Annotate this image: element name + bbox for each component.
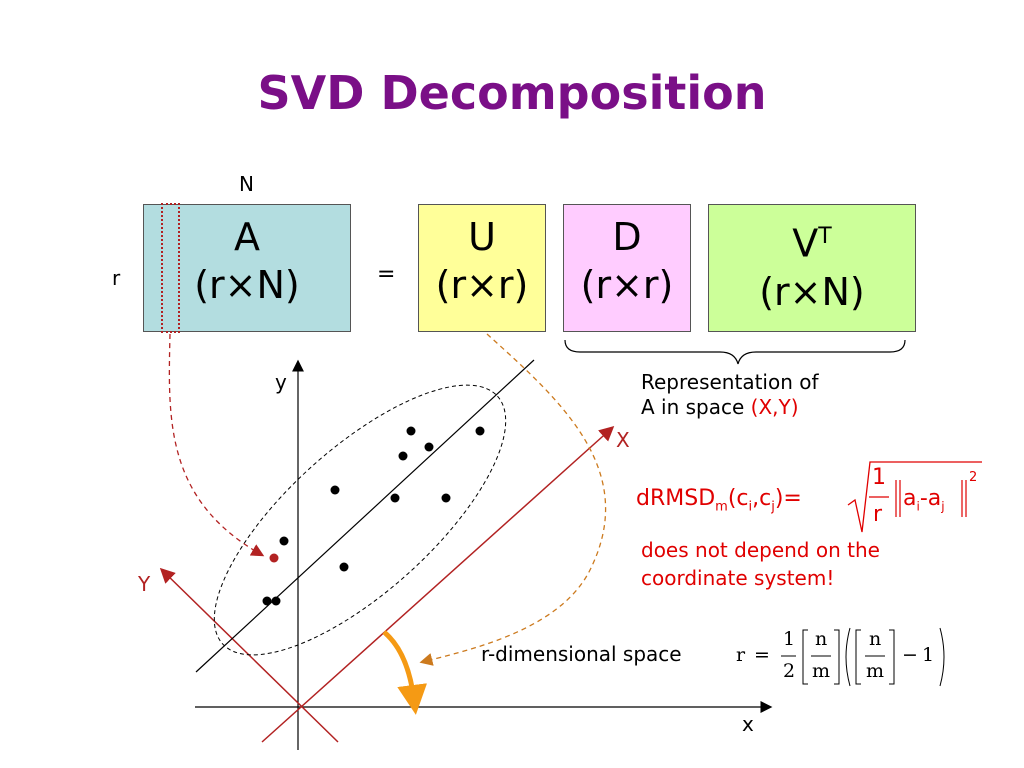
formula-r-lhs: r bbox=[736, 644, 746, 666]
matrix-vt-sup: T bbox=[818, 224, 832, 249]
drmsd-norm-sub-j: j bbox=[941, 499, 945, 514]
data-point bbox=[390, 493, 400, 503]
data-point bbox=[475, 426, 485, 436]
data-point bbox=[424, 442, 434, 452]
data-points bbox=[262, 426, 485, 606]
data-point bbox=[330, 485, 340, 495]
formula-r-eq: = bbox=[754, 644, 770, 666]
label-r: r bbox=[112, 266, 121, 290]
data-point bbox=[271, 596, 281, 606]
representation-space: (X,Y) bbox=[750, 395, 799, 419]
data-point-highlighted bbox=[269, 553, 279, 563]
data-point bbox=[406, 426, 416, 436]
formula-r-half-num: 1 bbox=[783, 628, 796, 650]
data-point bbox=[339, 562, 349, 572]
formula-r-m1: m bbox=[812, 660, 831, 682]
formula-r: r = 1 2 n m n m − 1 bbox=[734, 622, 954, 692]
axis-label-Y-upper: Y bbox=[138, 572, 151, 596]
X-axis-rotated bbox=[261, 425, 615, 743]
Y-axis-rotated bbox=[159, 567, 339, 743]
formula-r-n1: n bbox=[815, 628, 828, 650]
u-to-space-arrow bbox=[419, 333, 607, 666]
rotation-arc bbox=[382, 630, 428, 715]
matrix-a-box: A (r×N) bbox=[143, 204, 351, 332]
drmsd-note: does not depend on the coordinate system… bbox=[641, 536, 880, 592]
drmsd-note-line2: coordinate system! bbox=[641, 566, 835, 590]
data-point bbox=[441, 493, 451, 503]
formula-r-half-den: 2 bbox=[783, 660, 796, 682]
matrix-d-name: D bbox=[612, 215, 642, 259]
drmsd-sub-i: i bbox=[748, 499, 753, 515]
drmsd-frac-num: 1 bbox=[872, 465, 886, 490]
matrix-a-dims: (r×N) bbox=[194, 263, 300, 307]
drmsd-comma: ,c bbox=[752, 486, 772, 511]
drmsd-a: a bbox=[903, 486, 917, 511]
formula-r-n2: n bbox=[869, 628, 882, 650]
brace bbox=[564, 339, 906, 365]
data-point bbox=[398, 451, 408, 461]
formula-r-m2: m bbox=[866, 660, 885, 682]
drmsd-frac-den: r bbox=[873, 502, 883, 527]
axis-label-y-lower: y bbox=[275, 370, 287, 394]
matrix-u-name: U bbox=[468, 215, 496, 259]
drmsd-formula: dRMSDm(ci,cj)= bbox=[636, 486, 802, 514]
matrix-vt-dims: (r×N) bbox=[759, 269, 865, 314]
formula-r-minus: − bbox=[902, 644, 918, 666]
drmsd-norm-sub-i: i bbox=[916, 499, 920, 514]
drmsd-args-close: )= bbox=[774, 486, 802, 511]
matrix-d-box: D (r×r) bbox=[563, 204, 691, 332]
drmsd-sub-m: m bbox=[715, 499, 728, 515]
matrix-a-column-highlight bbox=[161, 203, 180, 333]
matrix-a-name: A bbox=[234, 215, 260, 259]
drmsd-sub-j: j bbox=[771, 499, 775, 515]
drmsd-exp: 2 bbox=[969, 470, 978, 485]
formula-r-one: 1 bbox=[922, 644, 935, 666]
data-ellipse bbox=[213, 384, 507, 656]
matrix-u-dims: (r×r) bbox=[435, 263, 529, 307]
slide-title: SVD Decomposition bbox=[257, 66, 767, 120]
drmsd-minus-a: -a bbox=[919, 486, 942, 511]
data-point bbox=[262, 596, 272, 606]
axis-label-x-lower: x bbox=[742, 712, 754, 736]
data-point bbox=[279, 536, 289, 546]
drmsd-norm-content: ai-aj bbox=[903, 486, 945, 513]
equals-sign: = bbox=[377, 262, 396, 287]
matrix-u-box: U (r×r) bbox=[418, 204, 546, 332]
label-n: N bbox=[239, 172, 254, 196]
representation-text: Representation of A in space (X,Y) bbox=[641, 370, 819, 420]
principal-line bbox=[195, 359, 535, 673]
drmsd-note-line1: does not depend on the bbox=[641, 538, 880, 562]
formula-r-lines bbox=[781, 627, 945, 687]
matrix-vt-box: VT (r×N) bbox=[708, 204, 916, 332]
drmsd-lhs: dRMSD bbox=[636, 486, 716, 511]
drmsd-args-open: (c bbox=[727, 486, 749, 511]
axis-label-X-upper: X bbox=[616, 428, 630, 452]
matrix-d-dims: (r×r) bbox=[580, 263, 674, 307]
space-label: r-dimensional space bbox=[481, 642, 682, 666]
matrix-vt-name: V bbox=[792, 221, 819, 266]
representation-line1: Representation of bbox=[641, 370, 819, 394]
representation-line2: A in space bbox=[641, 395, 751, 419]
column-to-point-arrow bbox=[168, 333, 265, 557]
